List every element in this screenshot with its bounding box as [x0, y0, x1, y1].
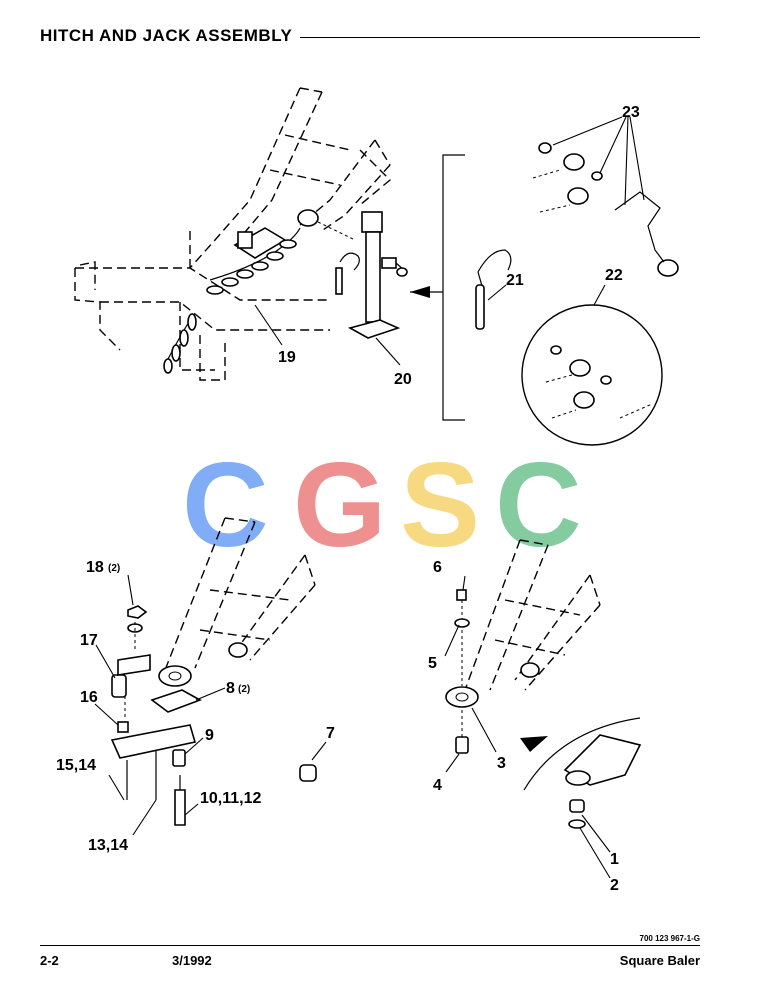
footer-rule [40, 945, 700, 946]
watermark-letter-s: S [400, 438, 480, 572]
bolts [126, 750, 181, 820]
tongue-rail-left [189, 87, 301, 269]
callout-8: 8 [226, 680, 235, 697]
bushing-7 [299, 764, 317, 782]
tongue-eye [158, 665, 192, 687]
callout-9: 9 [205, 727, 214, 744]
page-header: HITCH AND JACK ASSEMBLY [40, 22, 700, 56]
callout-5: 5 [428, 655, 437, 672]
detail-circle-22 [521, 304, 663, 446]
crank-rod [614, 191, 661, 251]
callout-15-14: 15,14 [56, 757, 96, 774]
jack-handle-parts [532, 142, 679, 277]
bushing-4 [455, 736, 469, 754]
callout-4: 4 [433, 777, 442, 794]
jack-stand [335, 211, 408, 339]
detail-arrow [410, 286, 430, 298]
detail-bracket [410, 154, 465, 421]
callout-6: 6 [433, 559, 442, 576]
watermark-letter-g: G [293, 438, 386, 572]
ring-2 [568, 819, 586, 829]
crank-knob [657, 259, 679, 277]
bolt-6 [456, 589, 467, 601]
washer-5 [454, 618, 470, 628]
bearing-1 [569, 799, 585, 813]
callout-19: 19 [278, 349, 296, 366]
callout-18-qty: (2) [108, 563, 120, 574]
hitch-pin-boss [297, 209, 319, 227]
cross-frame [75, 267, 330, 301]
callout-7: 7 [326, 725, 335, 742]
swivel-detail [520, 717, 642, 829]
drawing-code: 700 123 967-1-G [639, 934, 701, 943]
callout-20: 20 [394, 371, 412, 388]
clevis-plate-8 [150, 689, 202, 713]
hitch-bracket-16 [110, 724, 197, 759]
bottom-left-tongue [110, 517, 316, 826]
callout-16: 16 [80, 689, 98, 706]
product-name: Square Baler [619, 953, 700, 968]
callout-2: 2 [610, 877, 619, 894]
callout-22: 22 [605, 267, 623, 284]
bottom-right-tongue [445, 539, 601, 754]
callout-13-14: 13,14 [88, 837, 128, 854]
watermark-letter-c2: C [495, 438, 582, 572]
swivel-eye [445, 686, 479, 708]
watermark: C G S C [182, 438, 582, 572]
callout-18: 18 [86, 559, 104, 576]
watermark-letter-c1: C [182, 438, 269, 572]
callout-1: 1 [610, 851, 619, 868]
publication-date: 3/1992 [172, 953, 212, 968]
header-rule [40, 37, 700, 38]
leader-lines [94, 116, 645, 879]
page-title: HITCH AND JACK ASSEMBLY [40, 26, 301, 46]
callout-17: 17 [80, 632, 98, 649]
callout-8-qty: (2) [238, 684, 250, 695]
callout-21: 21 [506, 272, 524, 289]
callout-23: 23 [622, 104, 640, 121]
page-number: 2-2 [40, 953, 59, 968]
top-hitch-assembly [74, 87, 408, 381]
hitch-pin-21 [475, 249, 512, 330]
callout-10-11-12: 10,11,12 [200, 790, 262, 807]
callouts: 23 21 22 19 20 18 (2) 17 16 8 (2) 9 15,1… [56, 104, 640, 894]
callout-3: 3 [497, 755, 506, 772]
